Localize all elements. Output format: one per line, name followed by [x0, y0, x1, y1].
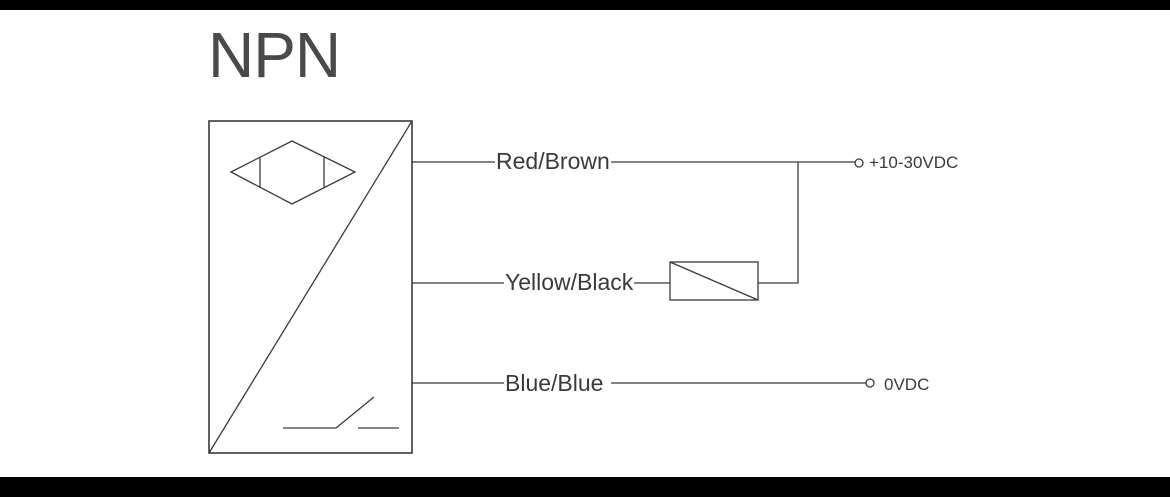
positive-terminal-icon [854, 158, 864, 168]
top-frame-band [0, 0, 1170, 10]
diagram-canvas [0, 10, 1170, 477]
sensing-element-icon [229, 140, 357, 205]
zero-terminal-icon [865, 378, 875, 388]
zero-terminal-label: 0VDC [884, 375, 930, 394]
bottom-frame-band [0, 477, 1170, 497]
switch-contact-icon [283, 396, 399, 429]
load-resistor-icon [669, 261, 759, 301]
supply-wire-label: Red/Brown [495, 147, 611, 175]
positive-terminal-label: +10-30VDC [869, 153, 959, 172]
sensor-body-diagonal [208, 120, 413, 454]
load-return-wire [758, 162, 799, 284]
sensor-body [208, 120, 413, 454]
output-wire-label: Yellow/Black [504, 268, 635, 296]
diagram-title: NPN [208, 19, 341, 91]
ground-wire-label: Blue/Blue [504, 369, 612, 397]
